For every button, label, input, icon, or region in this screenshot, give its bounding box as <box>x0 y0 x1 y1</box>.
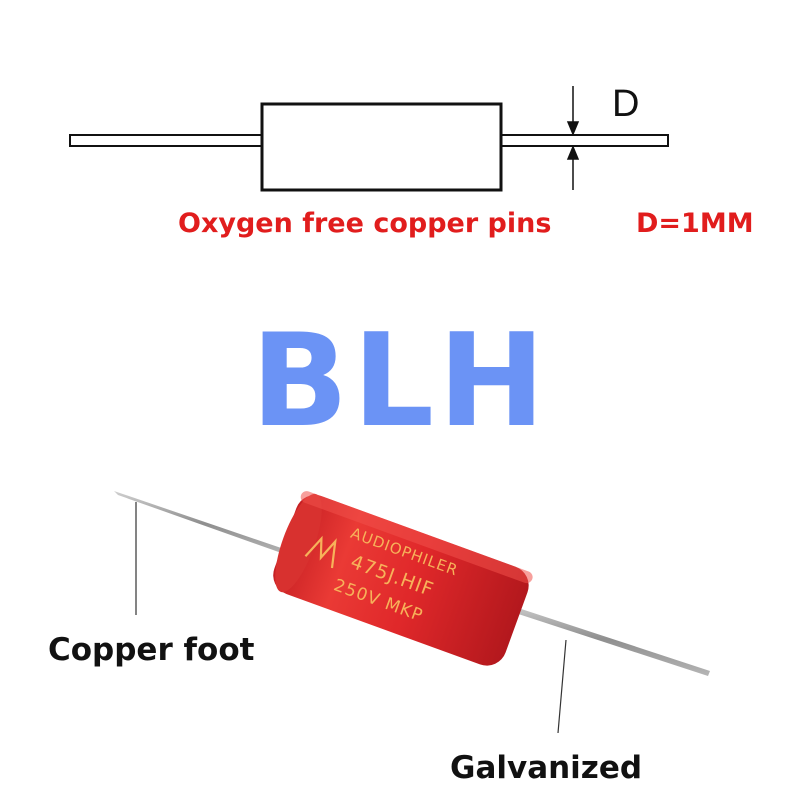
left-lead-outline <box>69 134 264 147</box>
capacitor-logo-icon <box>304 535 337 569</box>
left-lead-wire <box>114 491 290 556</box>
dimension-label: D <box>612 83 639 125</box>
right-lead-outline <box>499 134 669 147</box>
capacitor-body: AUDIOPHILER 475J.HIF 250V MKP <box>273 491 533 666</box>
capacitor-schematic: D <box>69 83 669 192</box>
capacitor-photo: AUDIOPHILER 475J.HIF 250V MKP <box>114 491 710 734</box>
galvanized-label: Galvanized <box>450 750 643 786</box>
copper-foot-label: Copper foot <box>48 632 255 668</box>
diameter-caption: D=1MM <box>636 208 754 239</box>
brand-title: BLH <box>250 307 550 456</box>
right-lead-wire <box>500 602 710 676</box>
diameter-dimension-arrows <box>566 86 580 190</box>
pin-material-caption: Oxygen free copper pins <box>178 208 552 239</box>
right-pointer-line <box>557 639 567 734</box>
capacitor-body-outline <box>260 102 503 192</box>
